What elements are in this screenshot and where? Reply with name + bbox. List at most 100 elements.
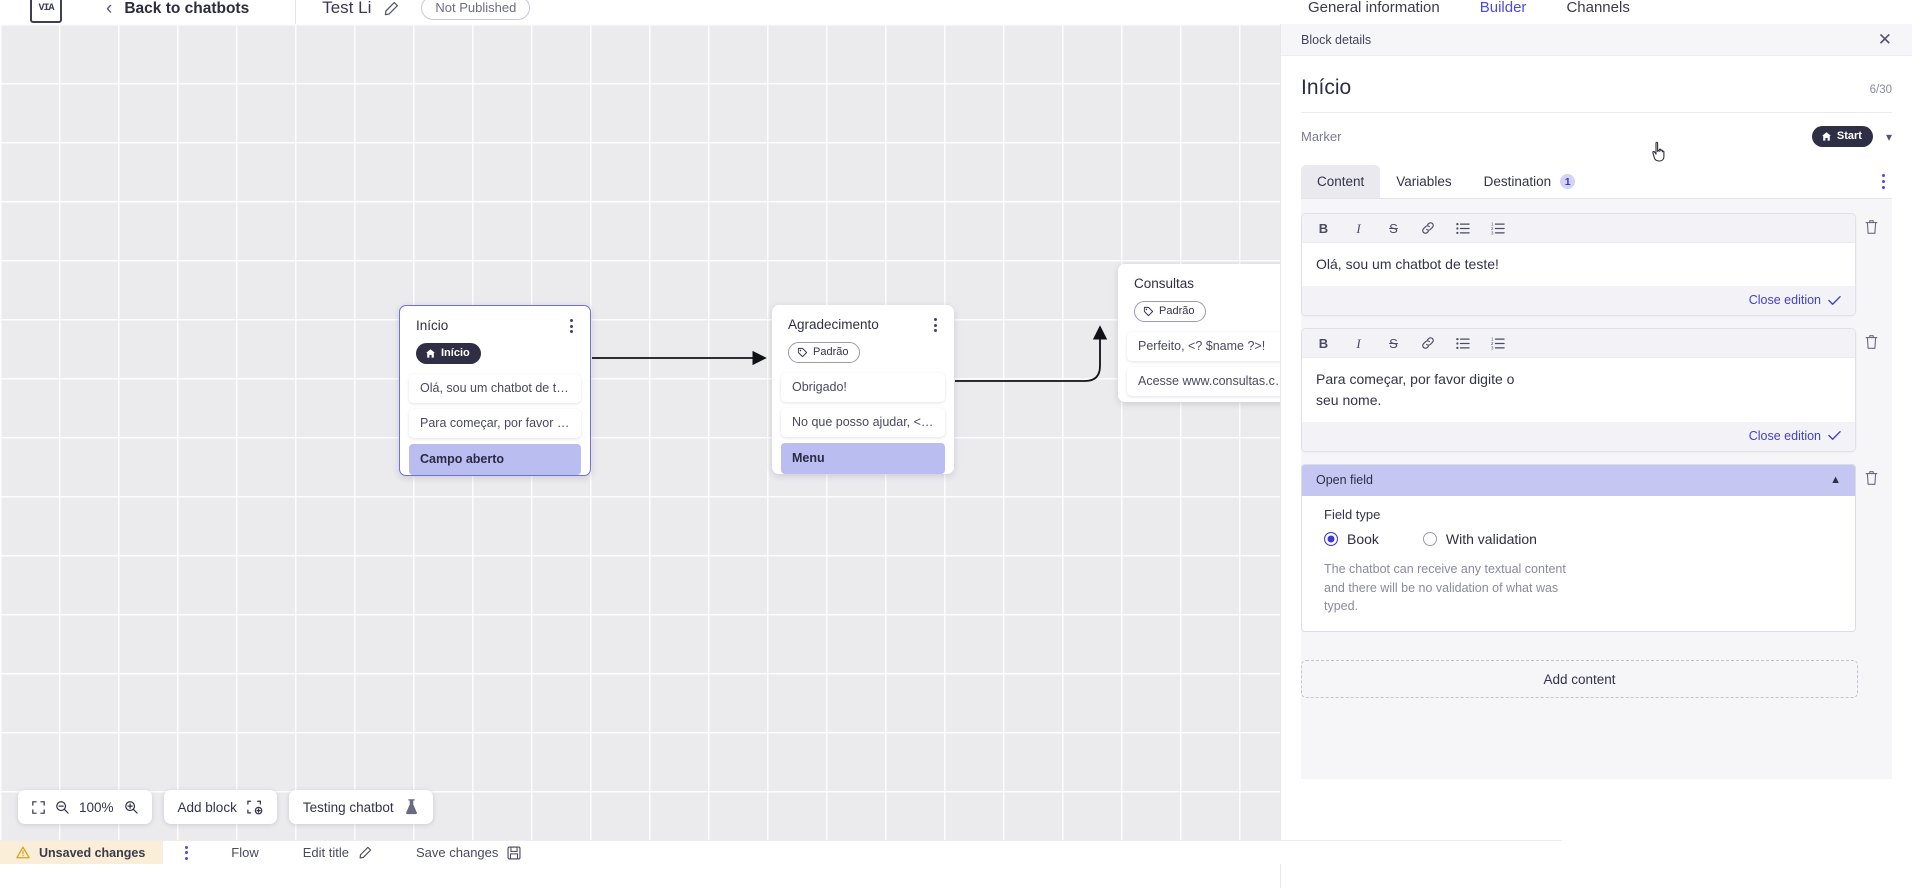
bullet-list-icon[interactable]	[1456, 337, 1471, 350]
node-message[interactable]: Perfeito, <? $name ?>!	[1127, 332, 1301, 362]
zoom-controls: 100%	[18, 790, 152, 824]
home-icon	[426, 348, 435, 358]
header-divider	[295, 0, 297, 24]
node-message[interactable]: Para começar, por favor digite o ...	[409, 409, 581, 439]
content-card-text[interactable]: Para começar, por favor digite o seu nom…	[1302, 358, 1552, 422]
zoom-out-icon[interactable]	[55, 800, 69, 814]
publish-status-badge: Not Published	[421, 0, 531, 20]
block-title[interactable]: Início	[1301, 76, 1352, 99]
radio-option-book[interactable]: Book	[1324, 531, 1379, 547]
flask-icon	[404, 799, 419, 815]
close-icon[interactable]: ✕	[1877, 30, 1892, 49]
open-field-title: Open field	[1316, 472, 1373, 487]
unsaved-changes-indicator: Unsaved changes	[0, 840, 164, 864]
panel-header-title: Block details	[1301, 32, 1372, 47]
add-block-button[interactable]: Add block	[163, 790, 277, 824]
close-edition-button[interactable]: Close edition	[1302, 286, 1855, 316]
canvas-toolbar: 100% Add block Testing chatbot	[18, 790, 433, 824]
testing-chatbot-button[interactable]: Testing chatbot	[288, 790, 433, 824]
block-details-panel: Block details ✕ Início 6/30 Marker Start…	[1280, 24, 1912, 888]
node-menu-icon[interactable]	[928, 316, 942, 334]
block-title-row: Início 6/30	[1301, 56, 1892, 113]
italic-icon[interactable]: I	[1356, 335, 1361, 351]
radio-option-with-validation[interactable]: With validation	[1422, 531, 1537, 547]
flow-button[interactable]: Flow	[231, 845, 259, 860]
edit-title-button[interactable]: Edit title	[281, 845, 394, 860]
back-chevron-icon[interactable]: ‹	[106, 0, 113, 19]
chevron-up-icon[interactable]: ▲	[1830, 473, 1841, 486]
tab-builder[interactable]: Builder	[1480, 0, 1527, 22]
tab-content[interactable]: Content	[1301, 165, 1381, 198]
open-field-wrapper: Open field ▲ Field type Book	[1301, 463, 1892, 644]
save-changes-button[interactable]: Save changes	[394, 845, 543, 860]
node-title: Início	[416, 318, 449, 333]
open-field-header[interactable]: Open field ▲	[1302, 464, 1855, 496]
home-icon	[1822, 131, 1831, 141]
link-icon[interactable]	[1421, 336, 1436, 350]
tag-icon	[1143, 306, 1154, 316]
node-title: Agradecimento	[788, 317, 879, 332]
close-edition-button[interactable]: Close edition	[1302, 421, 1855, 451]
node-title: Consultas	[1134, 276, 1195, 291]
node-badge-padrao: Padrão	[788, 342, 861, 364]
node-message[interactable]: Olá, sou um chatbot de teste!	[409, 374, 581, 404]
delete-content-icon[interactable]	[1864, 328, 1890, 350]
destination-count-badge: 1	[1560, 174, 1576, 189]
status-menu-icon[interactable]	[179, 845, 193, 861]
back-to-chatbots-link[interactable]: Back to chatbots	[124, 0, 250, 17]
char-counter: 6/30	[1869, 84, 1892, 96]
panel-tabs-menu-icon[interactable]	[1876, 173, 1890, 190]
open-field-hint: The chatbot can receive any textual cont…	[1324, 561, 1566, 614]
tab-destination[interactable]: Destination 1	[1468, 165, 1592, 198]
radio-book-icon[interactable]	[1324, 531, 1338, 546]
svg-text:3: 3	[1491, 345, 1494, 350]
delete-open-field-icon[interactable]	[1864, 464, 1890, 486]
node-badge-start: Início	[416, 343, 481, 365]
node-menu-icon[interactable]	[564, 317, 578, 335]
italic-icon[interactable]: I	[1356, 220, 1361, 236]
node-message-accent[interactable]: Campo aberto	[409, 444, 581, 476]
bullet-list-icon[interactable]	[1456, 222, 1471, 235]
field-type-label: Field type	[1324, 506, 1381, 522]
node-message[interactable]: Obrigado!	[781, 373, 945, 403]
node-message[interactable]: Acesse www.consultas.com par...	[1127, 367, 1301, 397]
strikethrough-icon[interactable]: S	[1389, 335, 1398, 351]
link-icon[interactable]	[1421, 221, 1436, 235]
tab-variables[interactable]: Variables	[1396, 174, 1452, 189]
chevron-down-icon[interactable]: ▾	[1885, 129, 1892, 144]
add-content-button[interactable]: Add content	[1301, 660, 1858, 699]
edit-title-pencil-icon[interactable]	[383, 1, 399, 17]
warning-icon	[16, 846, 30, 859]
flow-node-inicio[interactable]: Início Início Olá, sou um chatbot de tes…	[399, 305, 591, 477]
via-logo[interactable]: VIA	[30, 0, 62, 23]
pencil-icon	[358, 846, 372, 860]
radio-with-validation-icon[interactable]	[1422, 531, 1437, 546]
bold-icon[interactable]: B	[1318, 335, 1329, 351]
content-card-text[interactable]: Olá, sou um chatbot de teste!	[1302, 243, 1855, 287]
tab-general-information[interactable]: General information	[1308, 0, 1440, 16]
node-message[interactable]: No que posso ajudar, <? $name ...	[781, 408, 945, 438]
svg-text:2: 2	[1491, 341, 1494, 346]
flow-node-agradecimento[interactable]: Agradecimento Padrão Obrigado! No que po…	[772, 305, 954, 475]
flow-node-consultas[interactable]: Consultas Padrão Perfeito, <? $name ?>! …	[1118, 264, 1310, 403]
node-message-accent[interactable]: Menu	[781, 443, 945, 475]
status-bar: Unsaved changes Flow Edit title Save cha…	[0, 840, 1562, 864]
tab-channels[interactable]: Channels	[1566, 0, 1630, 16]
chatbot-title: Test Li	[322, 0, 372, 17]
fit-screen-icon[interactable]	[32, 800, 45, 814]
zoom-in-icon[interactable]	[124, 800, 138, 814]
marker-start-badge[interactable]: Start	[1811, 126, 1873, 147]
zoom-level-label: 100%	[79, 799, 114, 815]
bold-icon[interactable]: B	[1318, 220, 1329, 236]
strikethrough-icon[interactable]: S	[1389, 220, 1398, 236]
top-bar: VIA ‹ Back to chatbots Test Li Not Publi…	[0, 0, 1912, 24]
delete-content-icon[interactable]	[1864, 213, 1890, 235]
tag-icon	[797, 347, 808, 357]
